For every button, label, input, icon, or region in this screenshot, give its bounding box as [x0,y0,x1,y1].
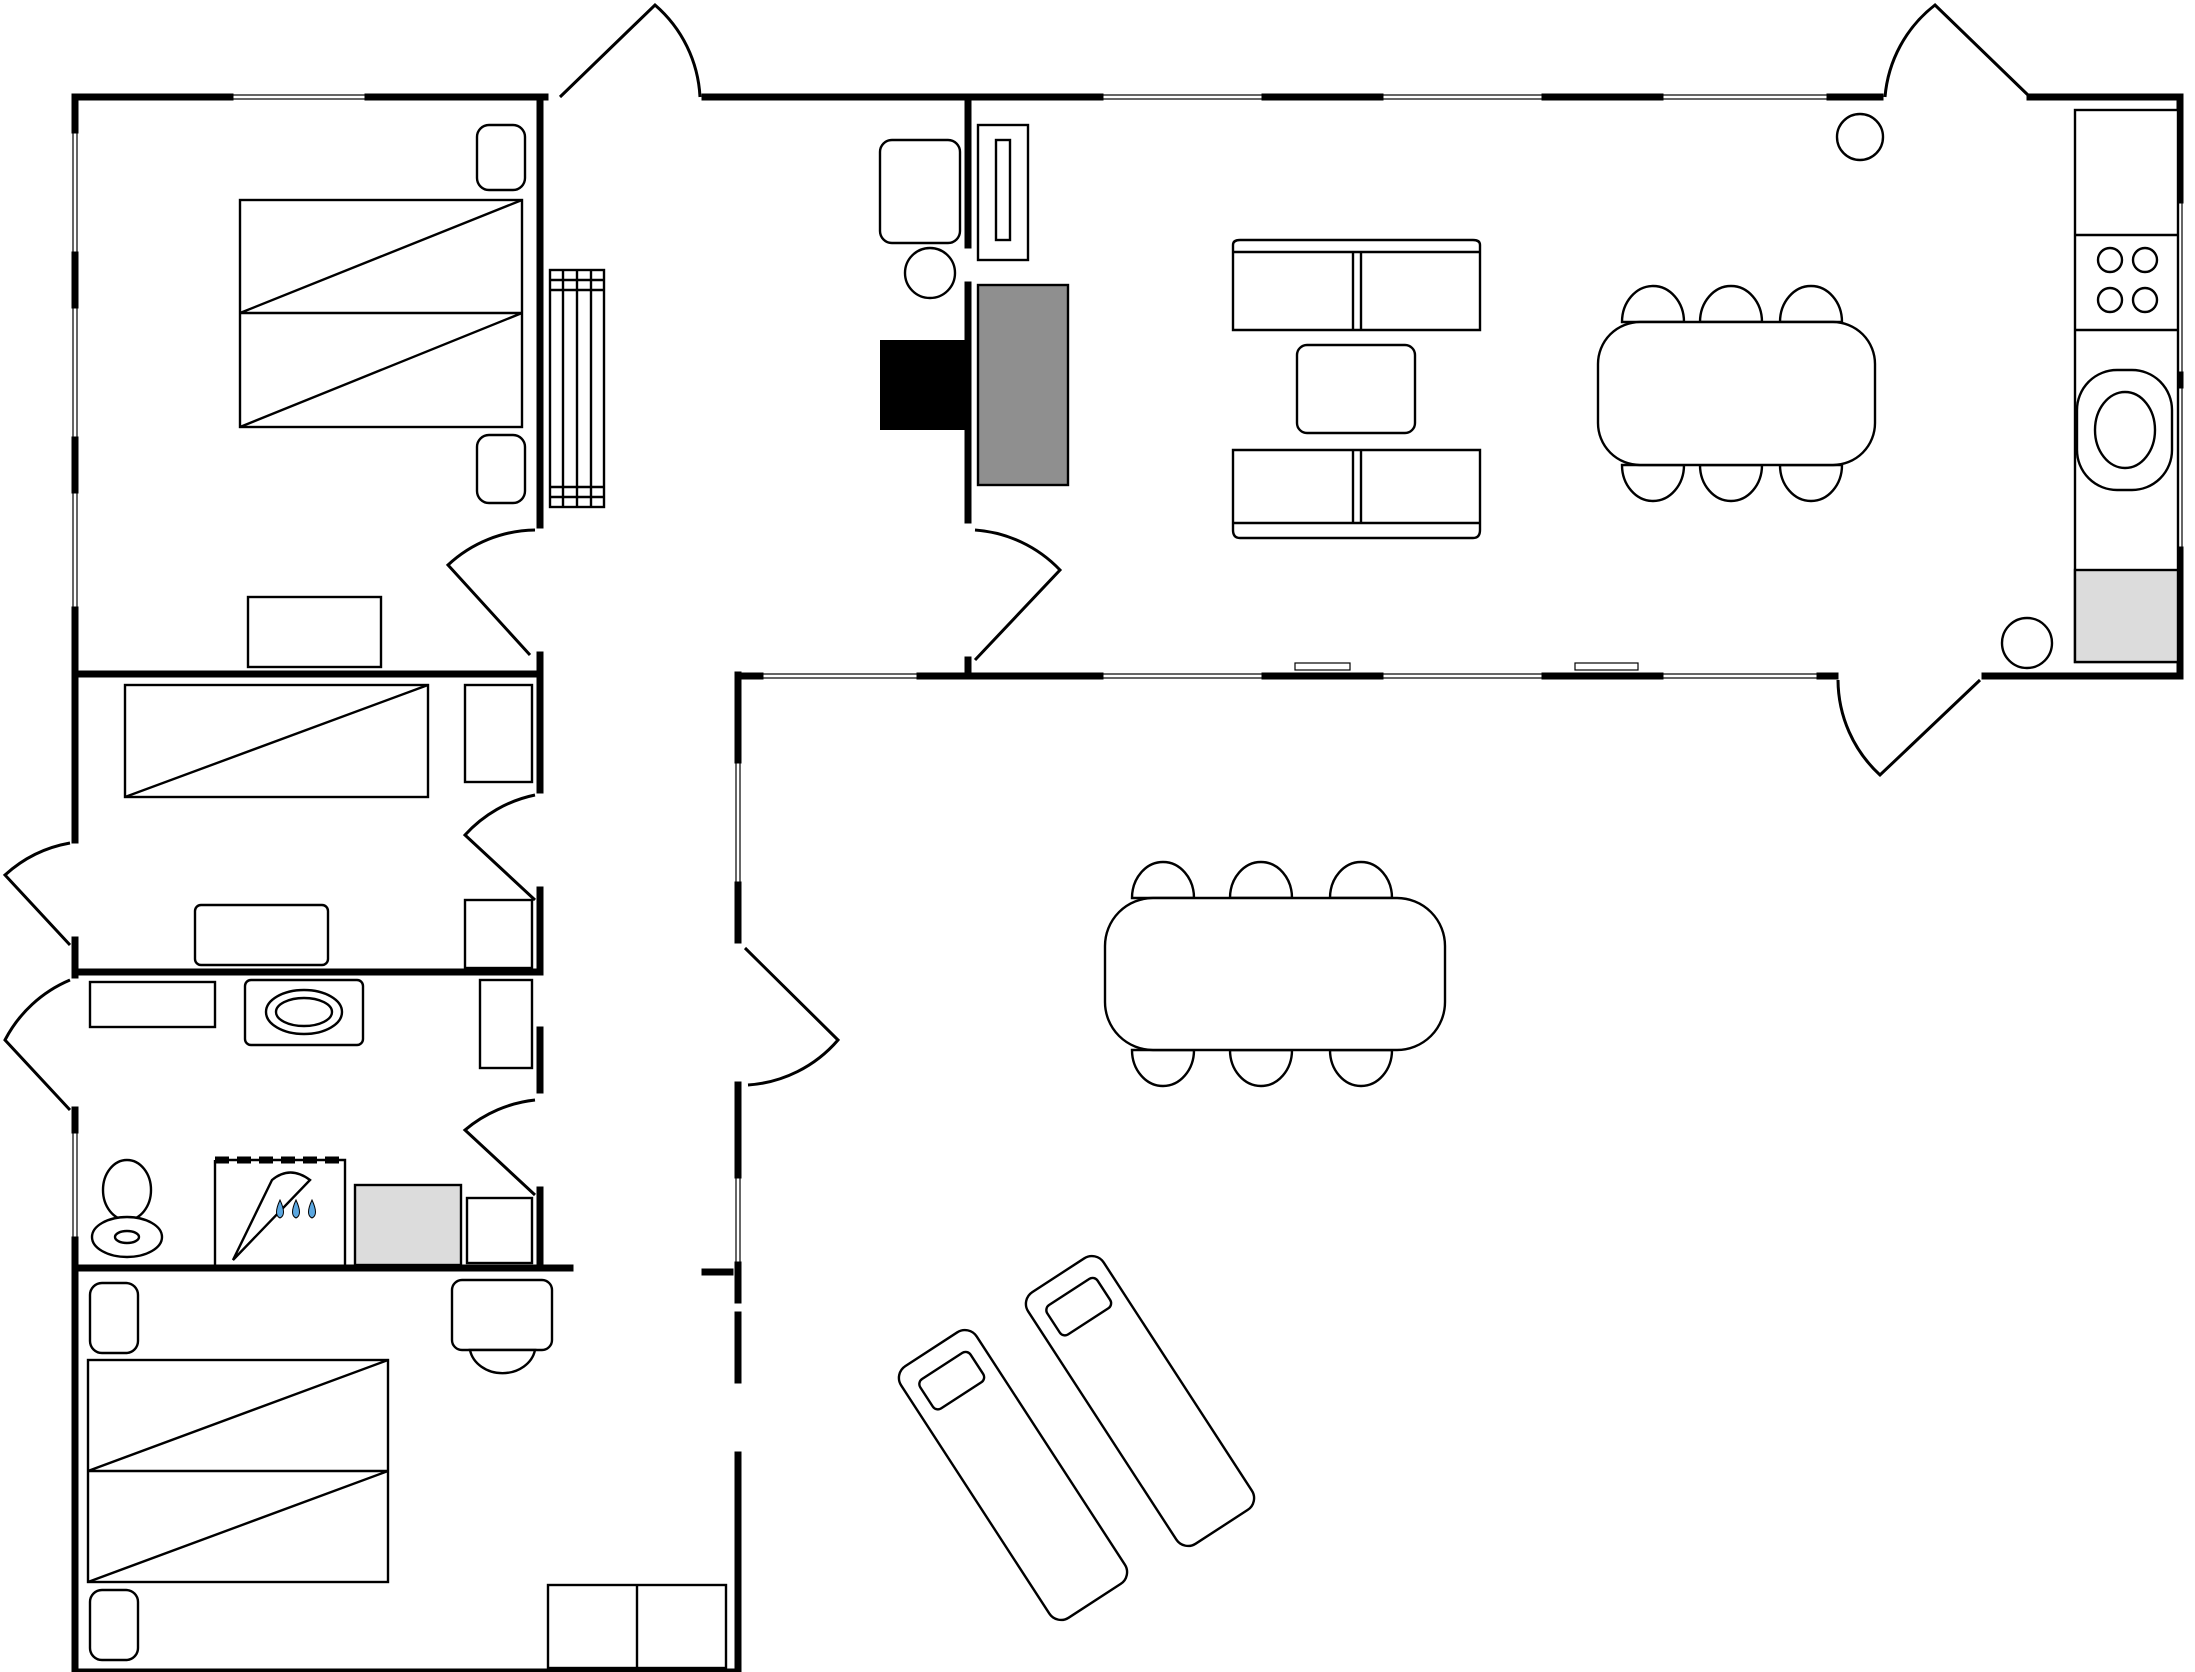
cabinet [465,1196,534,1265]
walls [71,93,2184,1672]
plant [1835,112,1885,162]
utility-room [88,978,534,1070]
bedroom-top-left [238,123,606,669]
double-bed [86,1358,390,1584]
sun-lounger [1024,1254,1256,1548]
plant [2000,616,2054,670]
cabinet [463,683,534,784]
nightstand [88,1588,140,1662]
sink [243,978,365,1047]
wood-stove [976,123,1030,262]
bathroom [90,1156,534,1267]
side-table [903,246,957,300]
stove-top [976,283,1070,487]
sofa [1231,448,1482,540]
sink [2075,368,2174,492]
shower [213,1156,347,1265]
armchair [878,138,962,245]
sofa [1231,238,1482,332]
hallway [878,138,968,430]
terrace [897,860,1447,1622]
stool [468,1348,537,1375]
single-bed [123,683,430,799]
dresser [246,595,383,669]
cabinet [478,978,534,1070]
fridge [2073,568,2180,664]
bedroom-bottom-left [86,1278,728,1670]
double-bed [238,198,524,429]
nightstand [88,1281,140,1355]
desk [193,903,330,967]
nightstand [475,433,527,505]
wardrobe [548,268,606,509]
toilet [90,1158,164,1259]
coffee-table [1295,343,1417,435]
chairs [1130,860,1394,1088]
windows [72,94,2183,1381]
desk [450,1278,554,1352]
wardrobe [546,1583,728,1670]
fireplace [880,340,968,430]
doors [2,2,2032,1197]
cooktop [2096,246,2159,314]
bedroom-middle [123,683,534,970]
nightstand [475,123,527,192]
chairs [1620,284,1844,503]
outdoor-table [1103,896,1447,1052]
kitchen-counter [2073,108,2180,664]
sun-lounger [897,1328,1129,1622]
dining-table [1596,320,1877,467]
cabinet [463,898,534,970]
washing-machine [353,1183,463,1267]
counter [88,980,217,1029]
living-dining-kitchen [976,108,2180,670]
